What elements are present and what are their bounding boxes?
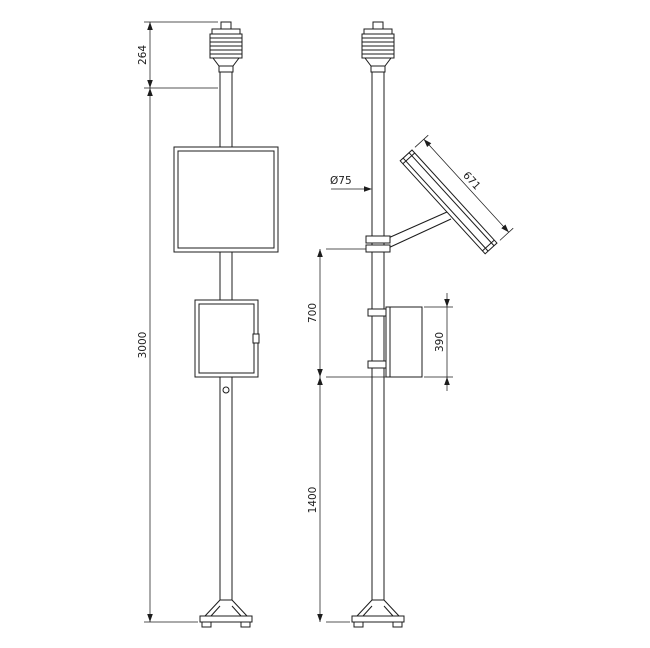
- solar-panel-side: 671: [399, 134, 514, 255]
- control-box-side: [367, 306, 423, 378]
- box-latch: [252, 333, 260, 344]
- mounting-pole-side: [371, 71, 385, 601]
- dimension-pole-diameter: Ø75: [330, 175, 372, 192]
- weather-sensor-side: [361, 21, 395, 73]
- weather-sensor-front: [209, 21, 243, 73]
- dimension-pole-height: 3000: [137, 88, 198, 623]
- panel-support-bracket: [365, 211, 452, 253]
- side-view: 671 Ø75: [307, 21, 514, 628]
- dimension-clamp-to-box: 700: [307, 248, 386, 378]
- dimension-box-height: 390: [424, 293, 453, 391]
- dim-label-390: 390: [434, 332, 446, 352]
- dim-label-264: 264: [137, 45, 149, 65]
- dim-label-3000: 3000: [137, 332, 149, 359]
- dimension-sensor-height: 264: [137, 21, 218, 89]
- dim-label-700: 700: [307, 303, 319, 323]
- front-view: 264 3000: [137, 21, 279, 628]
- dim-label-dia75: Ø75: [330, 175, 352, 187]
- base-plate-front: [199, 599, 253, 628]
- dimension-box-to-base: 1400: [307, 377, 350, 623]
- dim-label-671: 671: [460, 170, 482, 193]
- solar-panel-front: [173, 146, 279, 253]
- control-box-front: [194, 299, 260, 378]
- base-plate-side: [351, 599, 405, 628]
- pole-bolt-hole: [222, 386, 230, 394]
- dim-label-1400: 1400: [307, 487, 319, 514]
